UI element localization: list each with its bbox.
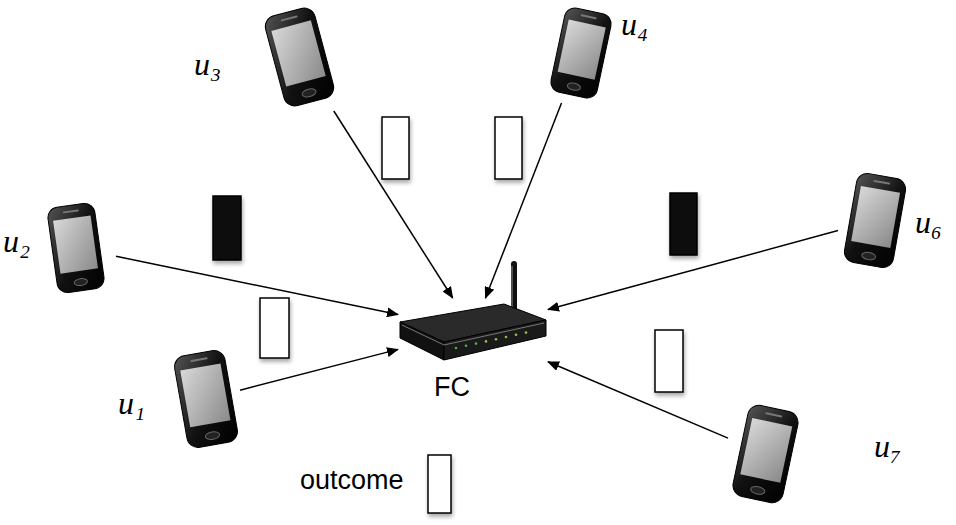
router-icon xyxy=(398,298,548,362)
uplink-arrow xyxy=(548,231,838,310)
white-block xyxy=(655,330,683,392)
uplink-arrow xyxy=(334,111,453,298)
uplink-arrow xyxy=(240,349,398,390)
white-block xyxy=(382,117,409,179)
phone-icon xyxy=(838,168,912,273)
uplink-arrow xyxy=(116,256,398,314)
user-label: u₇ xyxy=(874,430,901,462)
user-label: u₃ xyxy=(194,48,221,80)
phone-icon xyxy=(545,3,617,103)
user-device: u₂ xyxy=(36,198,116,298)
outcome-block xyxy=(428,455,451,513)
node-label: FC xyxy=(434,374,470,401)
user-device: u₁ xyxy=(172,345,240,453)
black-block xyxy=(670,193,697,255)
outcome-label: outcome xyxy=(300,467,404,494)
user-device: u₄ xyxy=(545,3,617,103)
user-label: u₁ xyxy=(118,387,145,419)
white-block xyxy=(495,117,522,179)
black-block xyxy=(213,196,241,260)
fusion-center: FC xyxy=(398,298,548,362)
user-label: u₂ xyxy=(3,225,30,257)
user-label: u₆ xyxy=(915,206,942,238)
user-label: u₄ xyxy=(621,8,648,40)
router-antenna xyxy=(512,264,514,312)
phone-icon xyxy=(262,3,337,111)
phone-icon xyxy=(36,198,116,298)
white-block xyxy=(260,298,289,358)
user-device: u₆ xyxy=(838,168,912,273)
phone-icon xyxy=(172,345,240,453)
message-blocks xyxy=(213,117,697,513)
uplink-arrow xyxy=(548,362,728,438)
phone-icon xyxy=(728,400,803,508)
user-device: u₃ xyxy=(262,3,337,111)
user-device: u₇ xyxy=(728,400,803,508)
uplink-arrow xyxy=(485,103,561,298)
